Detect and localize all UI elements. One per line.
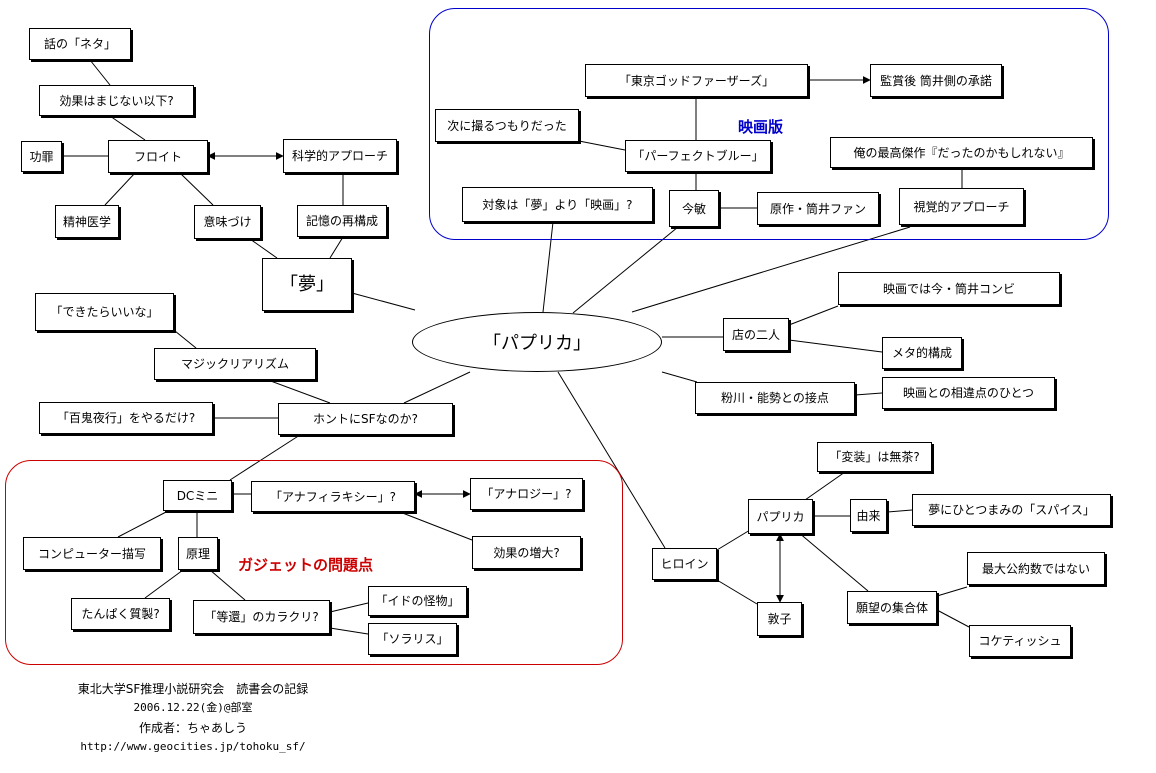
node-freud: フロイト (108, 140, 208, 173)
connector (936, 586, 968, 597)
connector (403, 371, 471, 404)
connector (716, 579, 758, 605)
central-topic: 「パプリカ」 (412, 312, 662, 372)
connector (804, 471, 846, 501)
node-dekitara: 「できたらいいな」 (35, 293, 174, 331)
connector (716, 529, 751, 551)
node-toukan-trick: 「等還」のカラクリ? (193, 600, 330, 634)
node-kouka-majinai: 効果はまじない以下? (39, 85, 194, 116)
connector (144, 569, 184, 599)
node-mise-futari: 店の二人 (723, 318, 789, 351)
node-disguise: 「変装」は無茶? (817, 442, 932, 472)
connector (174, 330, 197, 349)
node-visual-approach: 視覚的アプローチ (899, 188, 1024, 225)
connector (117, 510, 169, 538)
connector (229, 432, 304, 481)
node-yume-eiga: 対象は「夢」より「映画」? (462, 187, 653, 222)
connector (351, 292, 416, 311)
connector (89, 59, 111, 86)
node-atsuko: 敦子 (757, 602, 802, 636)
node-approval: 監賞後 筒井側の承諾 (870, 64, 1002, 97)
connector (109, 115, 146, 141)
node-heroine: ヒロイン (652, 548, 717, 580)
node-masterpiece: 俺の最高傑作『だったのかもしれない』 (830, 137, 1093, 168)
node-protein: たんぱく質製? (71, 598, 170, 630)
node-tsutsui-fan: 原作・筒井ファン (757, 192, 879, 225)
connector (104, 172, 136, 206)
node-yurai: 由来 (850, 499, 887, 532)
node-dc-mini: DCミニ (163, 480, 232, 511)
node-kouzai: 功罪 (21, 141, 62, 172)
connector (788, 339, 883, 353)
node-spice: 夢にひとつまみの「スパイス」 (912, 494, 1111, 526)
node-kon-satoshi: 今敏 (669, 190, 719, 227)
node-solaris: 「ソラリス」 (368, 623, 457, 655)
connector (542, 221, 554, 313)
connector (797, 531, 869, 592)
node-coquettish: コケティッシュ (969, 625, 1071, 657)
connector (267, 379, 331, 404)
node-paprika: パプリカ (748, 499, 813, 534)
node-anaphylaxis: 「アナフィラキシー」? (251, 481, 415, 512)
node-really-sf: ホントにSFなのか? (278, 403, 453, 435)
credit-date: 2006.12.22(金)@部室 (133, 701, 253, 714)
group-movie-label: 映画版 (738, 118, 784, 136)
node-wish-collection: 願望の集合体 (847, 591, 937, 624)
node-imizuke: 意味づけ (194, 205, 261, 239)
connector (329, 602, 369, 613)
node-next-film: 次に撮るつもりだった (435, 109, 579, 142)
connector (329, 627, 369, 635)
node-analogy: 「アナロジー」? (470, 478, 583, 510)
node-konagawa-nose: 粉川・能勢との接点 (695, 382, 855, 414)
node-memory-reconstruction: 記憶の再構成 (297, 205, 387, 237)
node-hyakki-yagyou: 「百鬼夜行」をやるだけ? (39, 402, 213, 434)
group-gadget-frame (5, 460, 623, 665)
node-not-gcd: 最大公約数ではない (967, 552, 1105, 585)
connector (209, 569, 246, 601)
credit-url: http://www.geocities.jp/tohoku_sf/ (80, 740, 306, 753)
group-gadget-label: ガジェットの問題点 (238, 556, 374, 574)
node-id-monster: 「イドの怪物」 (368, 586, 467, 616)
group-movie-frame (429, 8, 1109, 240)
node-tokyo-godfathers: 「東京ゴッドファーザーズ」 (585, 64, 808, 97)
credit-author: 作成者：ちゃあしう (138, 721, 247, 735)
node-psychiatry: 精神医学 (55, 205, 119, 238)
credit-club: 東北大学SF推理小説研究会 読書会の記録 (77, 682, 309, 696)
connector (399, 511, 473, 541)
node-scientific-approach: 科学的アプローチ (283, 139, 397, 173)
connector (788, 305, 839, 326)
connector (557, 371, 666, 549)
node-movie-difference: 映画との相違点のひとつ (882, 377, 1055, 409)
node-neta: 話の「ネタ」 (29, 28, 131, 60)
connector (329, 236, 344, 259)
node-effect-increase: 効果の増大? (472, 536, 581, 569)
connector (886, 509, 913, 513)
connector (661, 371, 698, 383)
connector (249, 238, 278, 259)
connector (179, 172, 214, 206)
node-magic-realism: マジックリアリズム (154, 348, 316, 380)
node-yume: 「夢」 (262, 258, 352, 311)
connector (936, 609, 970, 628)
node-kon-tsutsui-combo: 映画では今・筒井コンビ (838, 272, 1060, 305)
node-computer-depiction: コンピューター描写 (23, 537, 161, 570)
node-perfect-blue: 「パーフェクトブルー」 (625, 140, 771, 172)
node-genri: 原理 (178, 537, 218, 570)
connector (631, 226, 911, 313)
connector (578, 140, 626, 151)
connector (572, 226, 679, 314)
node-meta-structure: メタ的構成 (882, 337, 962, 369)
connector (854, 392, 883, 396)
